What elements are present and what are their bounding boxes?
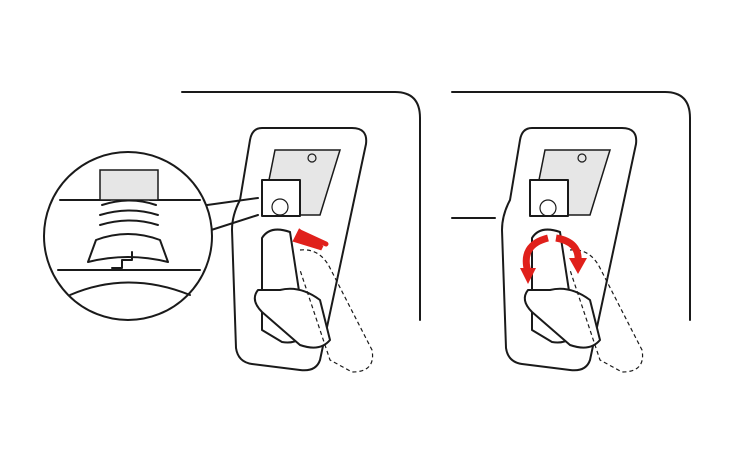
bulb-socket [261,179,301,217]
cover-outline-dashed [299,249,374,373]
push-arrow [292,228,329,251]
rotate-arrow-head [520,268,536,284]
cabinet-edge [451,91,691,321]
magnifier-connector [204,214,259,233]
panel-step-1 [43,91,421,373]
bulb-base [271,198,289,216]
cabinet-edge [181,91,421,321]
bulb-socket [529,179,569,217]
magnifier-connector [199,197,259,207]
hand [523,287,601,349]
rotate-arrow-head [569,258,587,274]
panel-step-2 [451,91,691,373]
screw [577,153,587,163]
rotate-arrow-left [522,234,550,273]
magnified-detail [43,151,213,321]
screw [307,153,317,163]
hand [253,287,331,349]
bulb [539,199,557,217]
cover-outline-dashed [569,249,644,373]
